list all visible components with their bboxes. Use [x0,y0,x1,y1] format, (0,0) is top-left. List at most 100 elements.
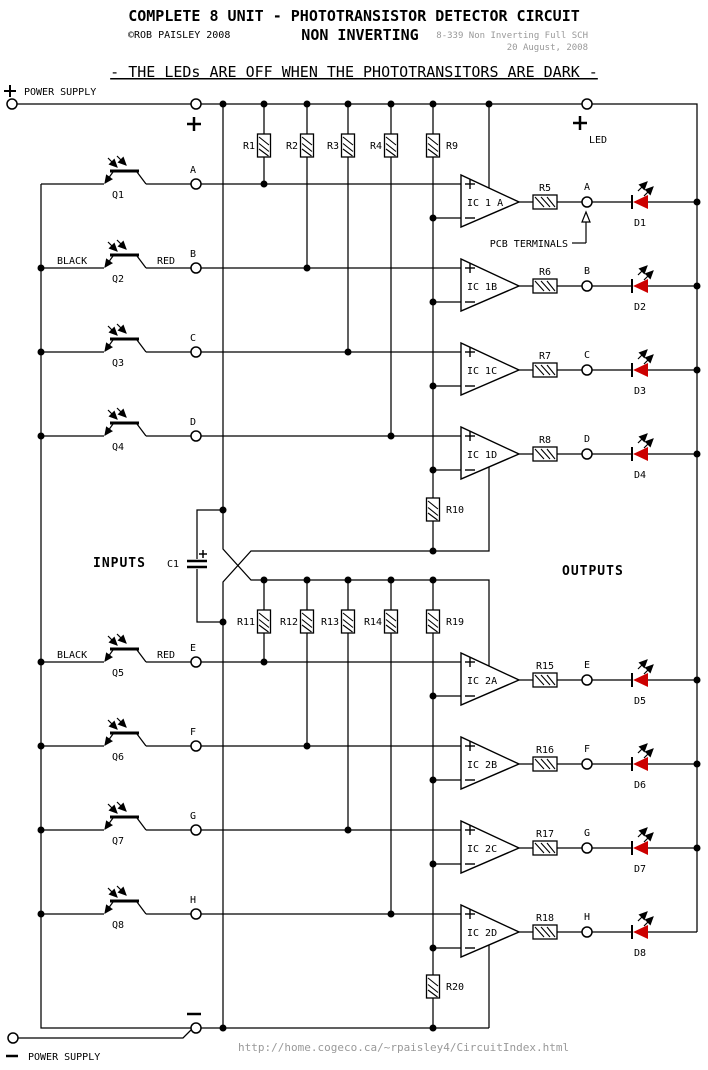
resistor-R16-hatch [534,758,545,770]
junction-dot [429,100,437,108]
junction-dot [693,450,701,458]
resistor-R20-hatch [427,989,438,998]
resistor-R14-hatch [385,624,396,633]
light-out-arrow-icon [643,748,654,759]
junction-dot [429,214,437,222]
resistor-R13-hatch [342,612,354,622]
light-out-arrow-icon [637,433,648,444]
resistor-R15-hatch [546,674,556,686]
junction-dot [37,910,45,918]
phototransistor-Q7-label: Q7 [112,836,124,847]
input-terminal-H [190,908,202,920]
led-D8-label: D8 [634,948,646,959]
resistor-R10-hatch [427,512,438,521]
comparator-label: IC 2C [467,844,497,855]
led-D2-label: D2 [634,302,646,313]
resistor-R2-hatch [301,136,313,146]
junction-dot [37,742,45,750]
light-out-arrow-icon [637,659,648,670]
resistor-R10-hatch [427,500,439,510]
comparator-label: IC 1 A [467,198,503,209]
input-terminal-D-label: D [190,417,196,428]
comparator-label: IC 1B [467,282,497,293]
resistor-R6-hatch [540,280,551,292]
resistor-R15-label: R15 [536,661,554,672]
resistor-R1-hatch [258,143,270,152]
phototransistor-Q6-label: Q6 [112,752,124,763]
led-D4-label: D4 [634,470,646,481]
led-D3 [633,363,648,377]
resistor-R6-hatch [534,280,545,292]
led-D1 [633,195,648,209]
resistor-R9-hatch [427,136,439,146]
light-out-arrow-icon [643,664,654,675]
resistor-R4-hatch [385,148,396,157]
comparator-label: IC 1C [467,366,497,377]
comparator-IC2C [460,819,521,875]
output-terminal-E-label: E [584,660,590,671]
junction-dot [219,618,227,626]
resistor-R14-hatch [385,619,397,628]
junction-dot [260,658,268,666]
input-terminal-A [190,178,202,190]
resistor-R9-hatch [427,143,439,152]
junction-dot [344,348,352,356]
comparator-IC1C [460,341,521,397]
resistor-R9-hatch [427,148,438,157]
light-in-arrow-icon [116,885,127,896]
phototransistor-Q5-emitter-arrow [104,649,114,662]
resistor-R16-label: R16 [536,745,554,756]
output-terminal-D-label: D [584,434,590,445]
junction-dot [303,264,311,272]
resistor-R4 [383,133,399,158]
output-terminal-H [581,926,593,938]
junction-dot [693,282,701,290]
junction-dot [429,298,437,306]
phototransistor-Q5-label: Q5 [112,668,124,679]
top-rail [12,103,698,932]
light-out-arrow-icon [643,438,654,449]
input-terminal-G-label: G [190,811,196,822]
output-terminal-H-label: H [584,912,590,923]
resistor-R12-hatch [301,619,313,628]
junction-dot [693,676,701,684]
led-D5-label: D5 [634,696,646,707]
phototransistor-Q6-emitter-arrow [104,733,114,746]
output-terminal-B-label: B [584,266,590,277]
junction-dot [693,198,701,206]
output-terminal-F [581,758,593,770]
resistor-R10-label: R10 [446,505,464,516]
light-out-arrow-icon [637,265,648,276]
source-url: http://home.cogeco.ca/~rpaisley4/Circuit… [238,1041,569,1054]
c1-bottom-lead [196,569,223,623]
resistor-R5-hatch [546,196,556,208]
outputs-label: OUTPUTS [562,564,624,579]
resistor-R6-hatch [546,280,556,292]
resistor-R17-label: R17 [536,829,554,840]
light-in-arrow-icon [116,239,127,250]
resistor-R18-label: R18 [536,913,554,924]
light-out-arrow-icon [637,827,648,838]
comparator-label: IC 1D [467,450,497,461]
comparator-IC1B [460,257,521,313]
phototransistor-Q4-emitter-arrow [104,423,114,436]
resistor-R19-hatch [427,612,439,622]
resistor-R17-hatch [546,842,556,854]
resistor-R9-label: R9 [446,141,458,152]
junction-dot [429,547,437,555]
resistor-R10 [425,497,441,522]
resistor-R13-hatch [342,619,354,628]
output-terminal-C [581,364,593,376]
resistor-R19-hatch [427,624,438,633]
resistor-R15-hatch [540,674,551,686]
light-in-arrow-icon [107,325,118,336]
light-out-arrow-icon [643,186,654,197]
resistor-R1 [256,133,272,158]
junction-dot [344,100,352,108]
comparator-label: IC 2B [467,760,497,771]
light-out-arrow-icon [637,349,648,360]
resistor-R14 [383,609,399,634]
led-D6 [633,757,648,771]
